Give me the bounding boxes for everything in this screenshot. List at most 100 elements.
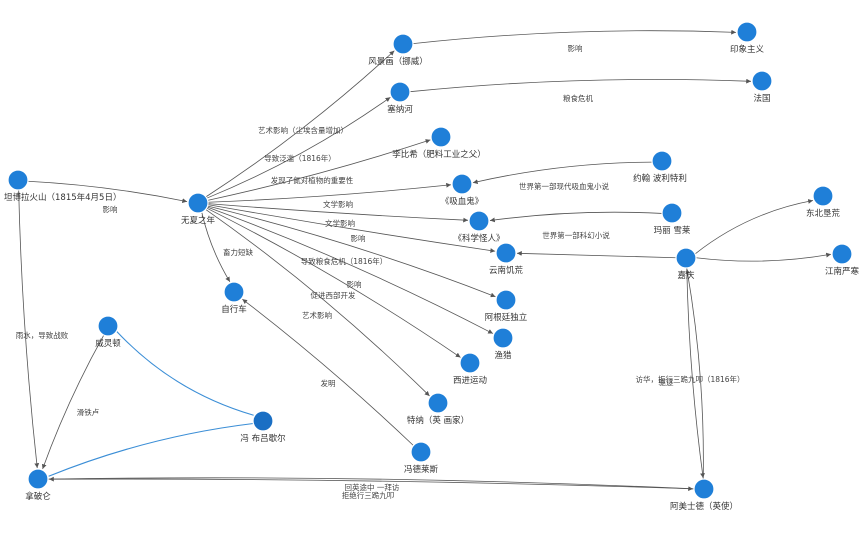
- edge-label-mainahe-faguo: 粮食危机: [563, 93, 593, 103]
- node-circle[interactable]: [459, 352, 481, 374]
- edge-jiaqing-jiangnan: [695, 252, 832, 262]
- node-circle[interactable]: [389, 81, 411, 103]
- node-yinxiang[interactable]: 印象主义: [730, 21, 765, 55]
- edge-label-wuxia-tena: 艺术影响: [302, 310, 332, 320]
- node-circle[interactable]: [392, 33, 414, 55]
- node-xijin[interactable]: 西进运动: [453, 352, 488, 386]
- edge-huoshan-napolun: [18, 189, 40, 469]
- edge-wuxia-zixingche: [201, 212, 231, 283]
- edge-wuxia-mainahe: [206, 96, 391, 199]
- node-yuban[interactable]: 渔猎: [492, 327, 514, 361]
- edge-wuxia-tena: [205, 209, 430, 397]
- node-fengtang[interactable]: 冯德莱斯: [404, 441, 439, 475]
- node-faguo[interactable]: 法国: [751, 70, 773, 104]
- node-weilingdun[interactable]: 威灵顿: [95, 315, 121, 349]
- node-libixi[interactable]: 李比希（肥料工业之父）: [392, 126, 486, 160]
- edge-weilingdun-napolun: [41, 334, 105, 470]
- node-circle[interactable]: [430, 126, 452, 148]
- node-mali[interactable]: 玛丽 雪莱: [654, 202, 691, 236]
- edge-label-wuxia-mainahe: 导致泛滥（1816年）: [264, 153, 336, 163]
- node-label: 威灵顿: [95, 338, 121, 349]
- node-circle[interactable]: [495, 289, 517, 311]
- edge-label-mali-kexueguairen: 世界第一部科幻小说: [542, 230, 610, 240]
- node-huoshan[interactable]: 坦博拉火山（1815年4月5日）: [4, 169, 121, 203]
- edge-wuxia-yuban: [207, 206, 494, 334]
- node-jiaqing[interactable]: 嘉庆: [675, 247, 697, 281]
- edge-wuxia-xixuegui: [207, 182, 452, 203]
- node-label: 《科学怪人》: [453, 233, 504, 244]
- node-label: 东北垦荒: [806, 208, 841, 219]
- node-tena[interactable]: 特纳（英 画家）: [407, 392, 469, 426]
- edge-wuxia-yunnan: [207, 204, 496, 253]
- edge-label-huoshan-napolun: 雨水，导致战败: [16, 330, 69, 340]
- node-circle[interactable]: [661, 202, 683, 224]
- edge-label-yuehan-xixuegui: 世界第一部现代吸血鬼小说: [519, 181, 609, 191]
- node-circle[interactable]: [651, 150, 673, 172]
- edge-label-fengjinghua-yinxiang: 影响: [568, 43, 583, 53]
- node-circle[interactable]: [751, 70, 773, 92]
- node-circle[interactable]: [223, 281, 245, 303]
- node-label: 无夏之年: [181, 215, 216, 226]
- node-napolun[interactable]: 拿破仑: [25, 468, 51, 502]
- node-circle[interactable]: [97, 315, 119, 337]
- node-amushide[interactable]: 阿美士德（英使）: [670, 478, 738, 512]
- edge-label-wuxia-yuban: 影响: [347, 279, 362, 289]
- node-xixuegui[interactable]: 《吸血鬼》: [441, 173, 484, 207]
- node-agenting[interactable]: 阿根廷独立: [485, 289, 528, 323]
- node-dongbei[interactable]: 东北垦荒: [806, 185, 841, 219]
- node-circle[interactable]: [451, 173, 473, 195]
- node-circle[interactable]: [410, 441, 432, 463]
- edge-huoshan-wuxia: [27, 180, 188, 203]
- edge-label-wuxia-yunnan: 影响: [351, 233, 366, 243]
- edge-amushide-jiaqing: [685, 268, 704, 480]
- node-circle[interactable]: [468, 210, 490, 232]
- node-yunnan[interactable]: 云南饥荒: [489, 242, 524, 276]
- edge-weilingdun-bulvxieer: [116, 330, 254, 416]
- node-circle[interactable]: [27, 468, 49, 490]
- node-label: 玛丽 雪莱: [654, 225, 691, 236]
- edge-wuxia-xijin: [206, 207, 461, 358]
- node-mainahe[interactable]: 塞纳河: [387, 81, 413, 115]
- node-circle[interactable]: [427, 392, 449, 414]
- node-label: 塞纳河: [387, 104, 413, 115]
- node-circle[interactable]: [492, 327, 514, 349]
- node-circle[interactable]: [831, 243, 853, 265]
- edge-labels-layer: 影响雨水，导致战败艺术影响（尘埃含量增加）影响导致泛滥（1816年）粮食危机发现…: [16, 43, 745, 500]
- node-label: 自行车: [221, 304, 247, 315]
- node-label: 西进运动: [453, 375, 488, 386]
- node-circle[interactable]: [495, 242, 517, 264]
- edge-label-wuxia-zixingche: 畜力短缺: [223, 247, 253, 257]
- node-circle[interactable]: [693, 478, 715, 500]
- node-kexueguairen[interactable]: 《科学怪人》: [453, 210, 505, 244]
- node-label: 渔猎: [494, 350, 512, 361]
- edge-wuxia-fengjinghua: [205, 50, 395, 198]
- edge-label-amushide-jiaqing: 访华，拒行三跪九叩（1816年）: [635, 374, 744, 384]
- edge-jiaqing-dongbei: [694, 199, 814, 255]
- node-label: 阿美士德（英使）: [670, 501, 738, 512]
- edge-label-amushide-napolun: 拒绝行三跪九叩: [342, 490, 395, 500]
- node-label: 云南饥荒: [489, 265, 524, 276]
- node-circle[interactable]: [187, 192, 209, 214]
- node-label: 拿破仑: [25, 491, 51, 502]
- edge-label-wuxia-libixi: 发现了氮对植物的重要性: [271, 175, 354, 185]
- node-zixingche[interactable]: 自行车: [221, 281, 247, 315]
- node-circle[interactable]: [736, 21, 758, 43]
- node-circle[interactable]: [252, 410, 274, 432]
- node-label: 法国: [753, 93, 770, 104]
- edge-label-fengtang-zixingche: 发明: [321, 378, 336, 388]
- node-label: 阿根廷独立: [485, 312, 528, 323]
- node-yuehan[interactable]: 约翰 波利特利: [633, 150, 687, 184]
- node-circle[interactable]: [812, 185, 834, 207]
- edge-jiaqing-amushide: [686, 267, 705, 479]
- node-wuxia[interactable]: 无夏之年: [181, 192, 216, 226]
- node-bulvxieer[interactable]: 冯 布吕歇尔: [240, 410, 286, 444]
- node-circle[interactable]: [7, 169, 29, 191]
- node-label: 约翰 波利特利: [633, 173, 687, 184]
- edge-label-weilingdun-napolun: 滑铁卢: [77, 407, 100, 417]
- node-label: 冯 布吕歇尔: [240, 433, 286, 444]
- node-fengjinghua[interactable]: 风景画（挪威）: [368, 33, 428, 67]
- node-circle[interactable]: [675, 247, 697, 269]
- node-jiangnan[interactable]: 江南严寒: [825, 243, 860, 277]
